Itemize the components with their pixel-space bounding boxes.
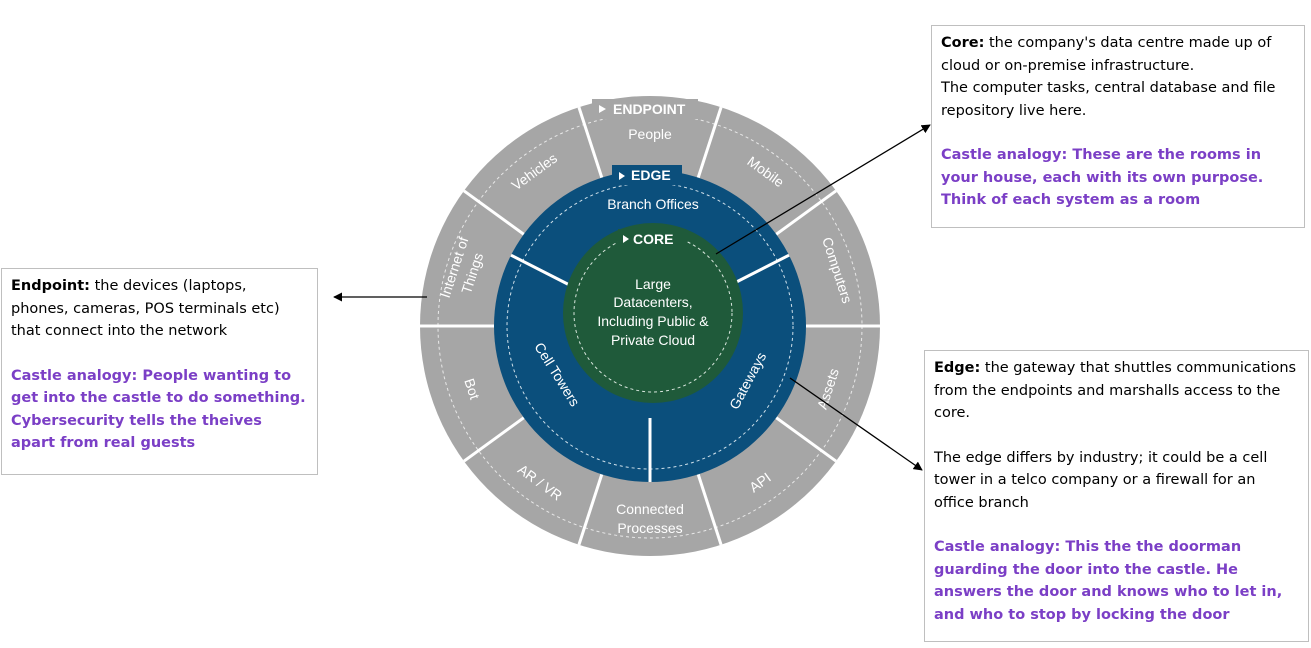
endpoint-divider-7	[463, 416, 525, 463]
edge-description-2: The edge differs by industry; it could b…	[934, 449, 1268, 511]
endpoint-title: ENDPOINT	[613, 101, 686, 117]
endpoint-callout: Endpoint: the devices (laptops, phones, …	[1, 268, 318, 475]
endpoint-divider-4	[775, 416, 837, 463]
core-arrow	[715, 124, 931, 255]
endpoint-divider-6	[577, 473, 604, 546]
edge-segment-dividers	[510, 253, 790, 482]
endpoint-title-triangle-icon	[599, 105, 606, 113]
core-term: Core:	[941, 35, 985, 51]
edge-segment-branch-offices: Branch Offices	[607, 196, 699, 212]
core-title-triangle-icon	[623, 235, 629, 243]
endpoint-description: the devices (laptops, phones, cameras, P…	[11, 278, 280, 339]
core-text-line-1: Large	[635, 276, 671, 292]
endpoint-divider-2	[775, 189, 837, 236]
edge-term: Edge:	[934, 360, 981, 376]
core-text-line-2: Datacenters,	[613, 294, 692, 310]
edge-definition: Edge: the gateway that shuttles communic…	[934, 357, 1299, 425]
edge-divider-left	[510, 253, 569, 286]
edge-title: EDGE	[631, 167, 671, 183]
endpoint-divider-5	[696, 473, 723, 546]
endpoint-definition: Endpoint: the devices (laptops, phones, …	[11, 275, 308, 343]
endpoint-title-bg	[592, 99, 698, 119]
core-title: CORE	[633, 231, 673, 247]
core-text-line-3: Including Public &	[597, 313, 709, 329]
endpoint-divider-9	[463, 189, 525, 236]
endpoint-divider-1	[696, 106, 723, 179]
core-callout: Core: the company's data centre made up …	[931, 25, 1305, 228]
core-title-bg	[618, 229, 686, 248]
core-dashed-guide	[573, 233, 733, 393]
endpoint-segment-people: People	[628, 126, 672, 142]
core-description-2: The computer tasks, central database and…	[941, 80, 1276, 119]
edge-analogy: Castle analogy: This the the doorman gua…	[934, 539, 1283, 623]
core-text-line-4: Private Cloud	[611, 332, 695, 348]
core-description: the company's data centre made up of clo…	[941, 35, 1272, 74]
core-analogy: Castle analogy: These are the rooms in y…	[941, 147, 1264, 208]
endpoint-divider-0	[577, 106, 604, 179]
core-definition: Core: the company's data centre made up …	[941, 32, 1295, 77]
edge-callout: Edge: the gateway that shuttles communic…	[924, 350, 1309, 642]
core-circle	[563, 223, 743, 403]
edge-description: the gateway that shuttles communications…	[934, 360, 1297, 421]
edge-title-bg	[612, 165, 682, 185]
edge-title-triangle-icon	[619, 172, 625, 180]
endpoint-segment-bot: Bot	[461, 376, 483, 401]
endpoint-analogy: Castle analogy: People wanting to get in…	[11, 367, 306, 452]
endpoint-term: Endpoint:	[11, 278, 90, 294]
edge-divider-right	[731, 253, 790, 286]
endpoint-segment-dividers	[420, 106, 880, 546]
edge-arrow	[789, 377, 923, 471]
